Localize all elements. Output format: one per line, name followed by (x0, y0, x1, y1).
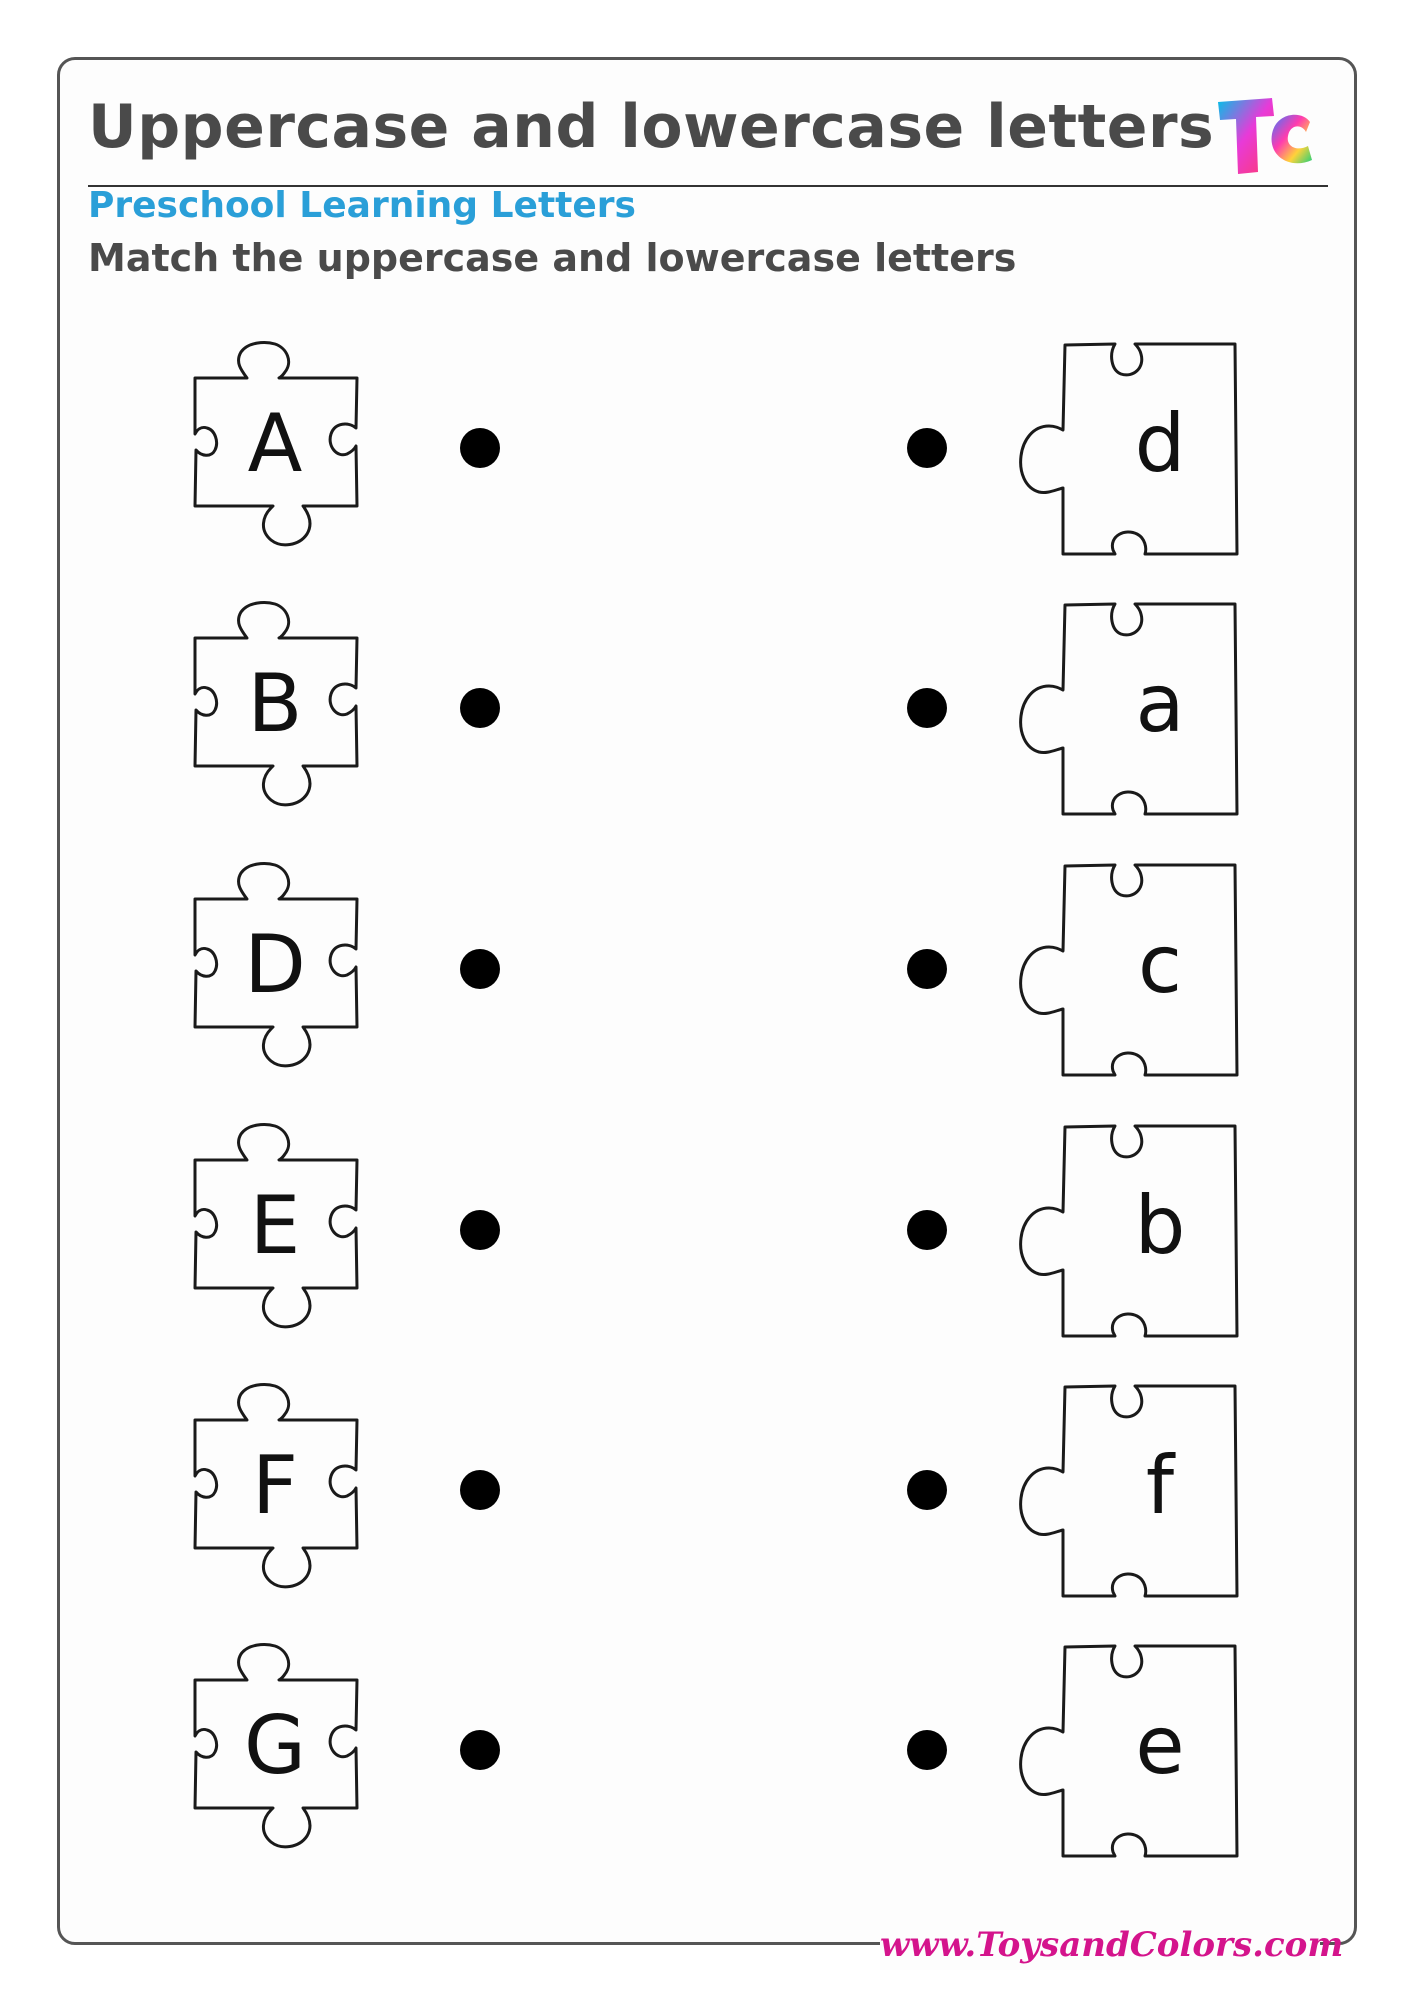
lowercase-piece-b: b (1005, 1122, 1245, 1342)
uppercase-piece-b: B (185, 598, 365, 818)
lowercase-piece-a: a (1005, 600, 1245, 820)
puzzle-outline-icon (193, 1123, 359, 1329)
lowercase-piece-d: d (1005, 340, 1245, 560)
match-dot-right[interactable] (907, 1730, 947, 1770)
uppercase-letter: D (244, 918, 306, 1011)
uppercase-piece-d: D (185, 859, 365, 1079)
lowercase-piece-f: f (1005, 1382, 1245, 1602)
puzzle-outline-icon (1019, 863, 1239, 1077)
lowercase-letter: c (1138, 918, 1182, 1011)
puzzle-outline-icon (193, 1643, 359, 1849)
match-dot-left[interactable] (460, 1730, 500, 1770)
page-title: Uppercase and lowercase letters (88, 92, 1215, 162)
match-dot-right[interactable] (907, 428, 947, 468)
lowercase-letter: a (1135, 657, 1185, 750)
uppercase-letter: B (247, 657, 303, 750)
match-dot-left[interactable] (460, 688, 500, 728)
match-dot-left[interactable] (460, 428, 500, 468)
match-dot-left[interactable] (460, 949, 500, 989)
match-dot-left[interactable] (460, 1210, 500, 1250)
lowercase-letter: d (1134, 397, 1186, 490)
worksheet-frame (57, 57, 1357, 1945)
footer-watermark: www.ToysandColors.com (880, 1920, 1343, 1970)
puzzle-outline-icon (193, 1383, 359, 1589)
match-dot-right[interactable] (907, 949, 947, 989)
uppercase-letter: E (249, 1179, 301, 1272)
uppercase-piece-a: A (185, 338, 365, 558)
uppercase-letter: A (247, 397, 303, 490)
title-divider (88, 185, 1328, 187)
uppercase-piece-f: F (185, 1380, 365, 1600)
lowercase-piece-c: c (1005, 861, 1245, 1081)
puzzle-outline-icon (193, 341, 359, 547)
brand-logo (1210, 92, 1320, 182)
instruction-text: Match the uppercase and lowercase letter… (88, 236, 1017, 280)
match-dot-right[interactable] (907, 688, 947, 728)
puzzle-outline-icon (1019, 1124, 1239, 1338)
uppercase-letter: F (251, 1439, 298, 1532)
footer-url: www.ToysandColors.com (880, 1925, 1344, 1965)
puzzle-outline-icon (1019, 602, 1239, 816)
puzzle-outline-icon (193, 862, 359, 1068)
match-dot-right[interactable] (907, 1470, 947, 1510)
lowercase-piece-e: e (1005, 1642, 1245, 1862)
page-subtitle: Preschool Learning Letters (88, 185, 636, 226)
lowercase-letter: b (1134, 1179, 1186, 1272)
lowercase-letter: e (1135, 1699, 1185, 1792)
lowercase-letter: f (1145, 1439, 1175, 1532)
uppercase-piece-g: G (185, 1640, 365, 1860)
uppercase-piece-e: E (185, 1120, 365, 1340)
puzzle-outline-icon (193, 601, 359, 807)
brand-logo-mark (1218, 98, 1312, 174)
uppercase-letter: G (244, 1699, 306, 1792)
puzzle-outline-icon (1019, 342, 1239, 556)
match-dot-left[interactable] (460, 1470, 500, 1510)
puzzle-outline-icon (1019, 1384, 1239, 1598)
puzzle-outline-icon (1019, 1644, 1239, 1858)
match-dot-right[interactable] (907, 1210, 947, 1250)
